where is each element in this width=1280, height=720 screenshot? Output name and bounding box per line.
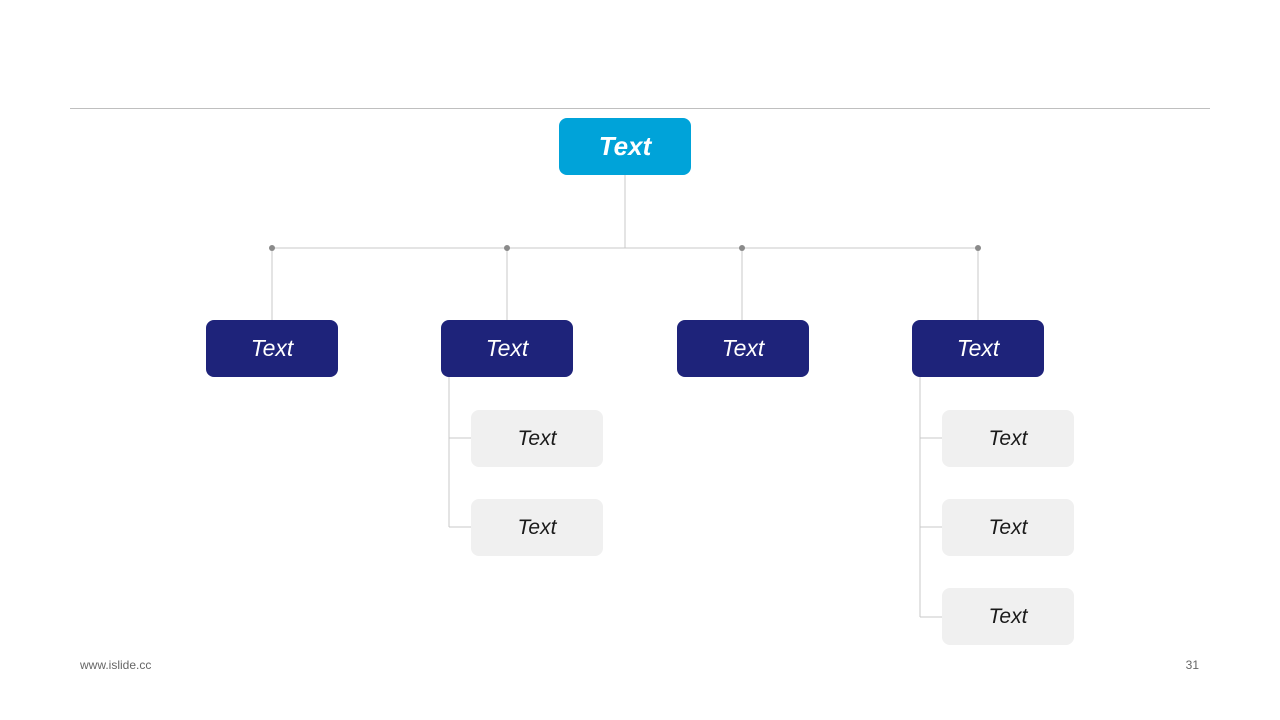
level2-node-d1[interactable]: Text bbox=[942, 410, 1074, 467]
level2-node-b2-label: Text bbox=[517, 515, 557, 539]
level1-node-3-label: Text bbox=[721, 335, 765, 361]
level2-node-d3[interactable]: Text bbox=[942, 588, 1074, 645]
junction-dot-b bbox=[504, 245, 510, 251]
level2-node-d2[interactable]: Text bbox=[942, 499, 1074, 556]
level1-node-2-label: Text bbox=[485, 335, 529, 361]
junction-dot-d bbox=[975, 245, 981, 251]
level2-node-d3-label: Text bbox=[988, 604, 1028, 628]
junction-dot-c bbox=[739, 245, 745, 251]
level1-node-1-label: Text bbox=[250, 335, 294, 361]
root-node-label: Text bbox=[598, 131, 652, 161]
level2-node-b1-label: Text bbox=[517, 426, 557, 450]
header-divider bbox=[70, 108, 1210, 109]
root-node[interactable]: Text bbox=[559, 118, 691, 175]
level1-node-4[interactable]: Text bbox=[912, 320, 1044, 377]
level1-node-2[interactable]: Text bbox=[441, 320, 573, 377]
level1-node-3[interactable]: Text bbox=[677, 320, 809, 377]
level2-node-d2-label: Text bbox=[988, 515, 1028, 539]
level2-node-b2[interactable]: Text bbox=[471, 499, 603, 556]
page-number: 31 bbox=[1185, 658, 1199, 672]
level1-node-1[interactable]: Text bbox=[206, 320, 338, 377]
level2-node-d1-label: Text bbox=[988, 426, 1028, 450]
footer-website: www.islide.cc bbox=[80, 658, 152, 672]
junction-dot-a bbox=[269, 245, 275, 251]
level1-node-4-label: Text bbox=[956, 335, 1000, 361]
level2-node-b1[interactable]: Text bbox=[471, 410, 603, 467]
